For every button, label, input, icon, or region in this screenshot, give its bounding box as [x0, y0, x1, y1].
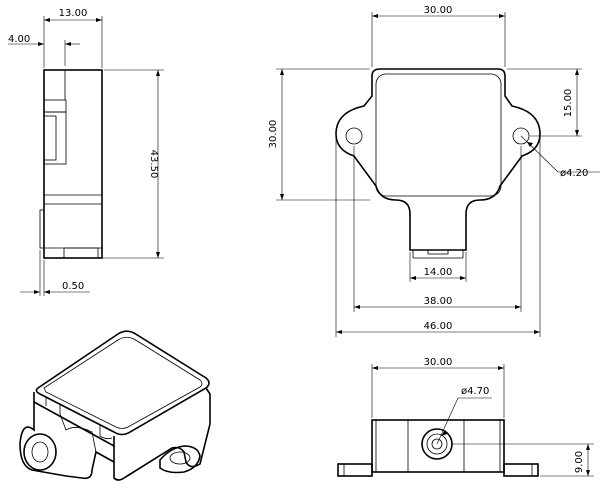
top-view-outline — [335, 68, 541, 251]
dim-side-offset: 4.00 — [8, 34, 30, 45]
front-view: 30.00 ø4.70 9.00 — [337, 357, 594, 477]
top-view: 30.00 30.00 15.00 ø4.20 14.00 38.00 — [268, 5, 600, 337]
dim-top-height: 30.00 — [268, 120, 279, 149]
dim-top-overall-width: 46.00 — [424, 321, 453, 332]
dim-front-hole-dia: ø4.70 — [461, 386, 489, 397]
dim-front-width: 30.00 — [424, 357, 453, 368]
isometric-view — [19, 330, 211, 481]
dim-front-height: 9.00 — [574, 451, 585, 473]
iso-port-outer — [23, 433, 57, 471]
side-view: 13.00 4.00 43.50 0.50 — [8, 8, 164, 296]
dim-side-width: 13.00 — [59, 8, 88, 19]
dim-top-hole-offset: 15.00 — [563, 89, 574, 118]
top-view-left-hole — [345, 127, 363, 145]
dim-top-width: 30.00 — [424, 5, 453, 16]
front-view-left-flange — [337, 463, 373, 477]
front-view-body — [371, 419, 505, 473]
dim-top-hole-dia: ø4.20 — [560, 168, 588, 179]
iso-port-inner — [31, 441, 49, 463]
side-view-base-tab — [63, 247, 99, 259]
dim-side-height: 43.50 — [148, 150, 159, 179]
side-view-upper-tab — [43, 99, 67, 113]
dim-side-tab: 0.50 — [62, 281, 84, 292]
dim-top-boss-width: 14.00 — [424, 267, 453, 278]
front-view-port-inner — [431, 438, 443, 450]
dim-top-hole-spacing: 38.00 — [424, 296, 453, 307]
top-view-right-hole — [512, 127, 530, 145]
iso-mount-hole — [169, 451, 191, 465]
side-view-connector — [43, 111, 67, 165]
top-view-inner-face — [375, 73, 502, 197]
front-view-right-flange — [503, 463, 539, 477]
